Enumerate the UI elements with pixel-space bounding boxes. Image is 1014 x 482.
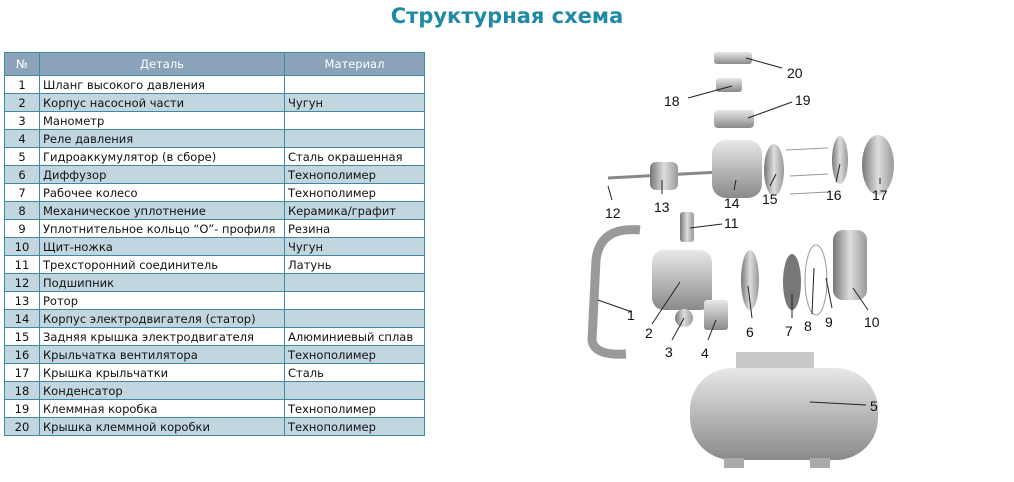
row-material: Технополимер	[284, 345, 425, 364]
row-material: Керамика/графит	[284, 201, 425, 220]
header-material: Материал	[284, 52, 425, 76]
part-label: 11	[724, 215, 739, 231]
row-number: 7	[4, 183, 40, 202]
row-material	[284, 75, 425, 94]
row-material: Сталь	[284, 363, 425, 382]
row-number: 6	[4, 165, 40, 184]
row-part: Манометр	[39, 111, 285, 130]
row-part: Механическое уплотнение	[39, 201, 285, 220]
row-part: Гидроаккумулятор (в сборе)	[39, 147, 285, 166]
row-material: Латунь	[284, 255, 425, 274]
row-number: 5	[4, 147, 40, 166]
row-part: Рабочее колесо	[39, 183, 285, 202]
table-header: № Деталь Материал	[4, 52, 425, 76]
part-label: 20	[787, 65, 803, 81]
row-number: 18	[4, 381, 40, 400]
row-part: Шланг высокого давления	[39, 75, 285, 94]
row-material	[284, 381, 425, 400]
row-number: 3	[4, 111, 40, 130]
row-number: 12	[4, 273, 40, 292]
row-part: Клеммная коробка	[39, 399, 285, 418]
row-number: 11	[4, 255, 40, 274]
row-material: Резина	[284, 219, 425, 238]
part-label: 13	[654, 199, 670, 215]
row-part: Конденсатор	[39, 381, 285, 400]
row-material: Технополимер	[284, 417, 425, 436]
row-part: Диффузор	[39, 165, 285, 184]
part-label: 7	[785, 323, 793, 339]
row-number: 2	[4, 93, 40, 112]
row-material	[284, 291, 425, 310]
row-part: Крышка клеммной коробки	[39, 417, 285, 436]
part-label: 10	[864, 314, 880, 330]
part-label: 1	[627, 307, 635, 323]
part-label: 18	[664, 93, 680, 109]
part-label: 6	[746, 324, 754, 340]
row-number: 20	[4, 417, 40, 436]
row-material: Алюминиевый сплав	[284, 327, 425, 346]
part-label: 19	[795, 92, 811, 108]
row-part: Крышка крыльчатки	[39, 363, 285, 382]
part-label: 15	[762, 191, 778, 207]
row-material: Технополимер	[284, 165, 425, 184]
pump-parts-drawing	[587, 52, 894, 468]
row-part: Корпус насосной части	[39, 93, 285, 112]
row-number: 19	[4, 399, 40, 418]
part-label: 2	[645, 325, 653, 341]
row-number: 1	[4, 75, 40, 94]
row-material: Чугун	[284, 237, 425, 256]
part-label: 5	[870, 398, 878, 414]
row-number: 13	[4, 291, 40, 310]
part-label: 9	[825, 314, 833, 330]
row-part: Подшипник	[39, 273, 285, 292]
part-label: 4	[701, 345, 709, 361]
leader-lines	[597, 57, 881, 406]
row-material: Технополимер	[284, 183, 425, 202]
part-label: 3	[665, 344, 673, 360]
header-part: Деталь	[39, 52, 285, 76]
row-number: 17	[4, 363, 40, 382]
row-part: Трехсторонний соединитель	[39, 255, 285, 274]
row-material	[284, 273, 425, 292]
row-part: Ротор	[39, 291, 285, 310]
row-material: Технополимер	[284, 399, 425, 418]
part-label: 17	[872, 187, 888, 203]
part-label: 12	[605, 205, 621, 221]
row-part: Крыльчатка вентилятора	[39, 345, 285, 364]
part-label: 16	[826, 187, 842, 203]
row-number: 15	[4, 327, 40, 346]
part-label: 14	[724, 195, 740, 211]
row-material	[284, 309, 425, 328]
page-title: Структурная схема	[390, 4, 624, 28]
row-part: Реле давления	[39, 129, 285, 148]
part-label: 8	[804, 318, 812, 334]
row-material: Чугун	[284, 93, 425, 112]
row-number: 10	[4, 237, 40, 256]
